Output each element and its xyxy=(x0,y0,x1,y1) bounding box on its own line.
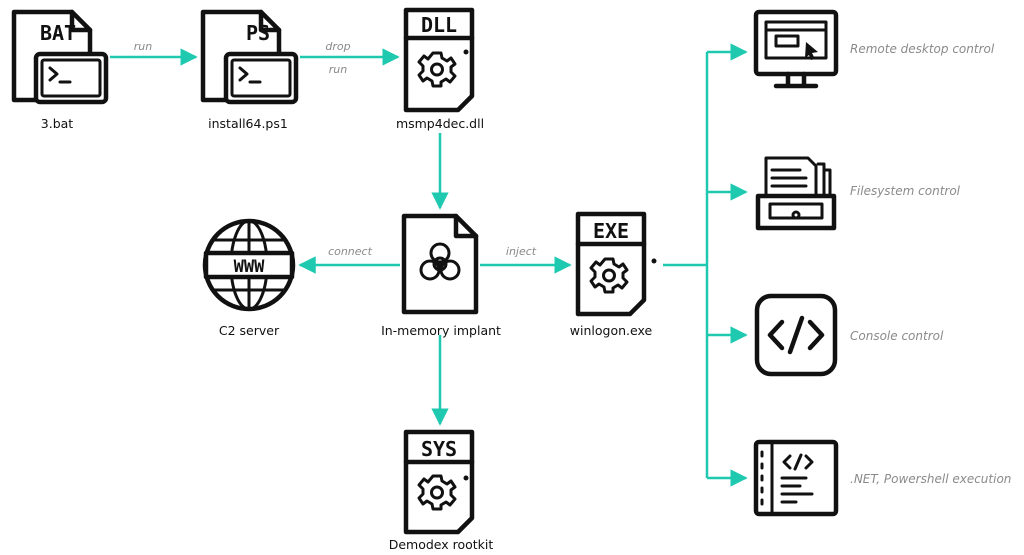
code-brackets-icon xyxy=(754,293,838,377)
node-c2: WWW C2 server xyxy=(202,218,296,338)
gear-file-icon xyxy=(575,211,657,317)
label-ps: install64.ps1 xyxy=(208,116,288,131)
node-sys: SYS Demodex rootkit xyxy=(389,429,494,552)
edge-label-run: run xyxy=(134,40,152,53)
monitor-cursor-icon xyxy=(753,9,839,89)
capability-dotnet: .NET, Powershell execution xyxy=(753,439,1011,517)
badge-ps: PS xyxy=(246,21,270,45)
flow-lines xyxy=(110,43,748,487)
node-bat: BAT 3.bat xyxy=(11,9,109,131)
edge-label-drop: drop xyxy=(325,40,350,53)
label-dll: msmp4dec.dll xyxy=(396,116,484,131)
node-exe: EXE winlogon.exe xyxy=(570,211,657,338)
badge-dll: DLL xyxy=(421,13,457,37)
badge-bat: BAT xyxy=(40,21,76,45)
capability-label-console: Console control xyxy=(850,329,944,343)
edge-label-run-2: run xyxy=(329,63,347,76)
label-c2: C2 server xyxy=(219,323,280,338)
code-window-icon xyxy=(753,439,839,517)
badge-exe: EXE xyxy=(593,219,629,243)
capability-filesystem: Filesystem control xyxy=(755,156,961,231)
node-ps: PS install64.ps1 xyxy=(200,9,299,131)
capability-label-filesystem: Filesystem control xyxy=(850,184,961,198)
biohazard-file-icon xyxy=(401,213,479,315)
edge-label-inject: inject xyxy=(506,245,537,258)
node-implant: In-memory implant xyxy=(381,213,501,338)
capability-label-remote-desktop: Remote desktop control xyxy=(850,42,995,56)
file-tray-icon xyxy=(755,156,837,231)
capability-remote-desktop: Remote desktop control xyxy=(753,9,995,89)
node-dll: DLL msmp4dec.dll xyxy=(396,7,484,131)
label-exe: winlogon.exe xyxy=(570,323,653,338)
globe-icon xyxy=(202,218,296,312)
capability-label-dotnet: .NET, Powershell execution xyxy=(850,472,1011,486)
badge-sys: SYS xyxy=(421,437,457,461)
label-sys: Demodex rootkit xyxy=(389,537,494,552)
label-bat: 3.bat xyxy=(41,116,74,131)
terminal-file-icon xyxy=(200,9,299,105)
badge-www: WWW xyxy=(234,257,265,277)
terminal-file-icon xyxy=(11,9,109,105)
gear-file-icon xyxy=(403,7,475,113)
edge-label-connect: connect xyxy=(328,245,373,258)
gear-file-icon xyxy=(403,429,475,535)
label-implant: In-memory implant xyxy=(381,323,501,338)
capability-console: Console control xyxy=(754,293,944,377)
